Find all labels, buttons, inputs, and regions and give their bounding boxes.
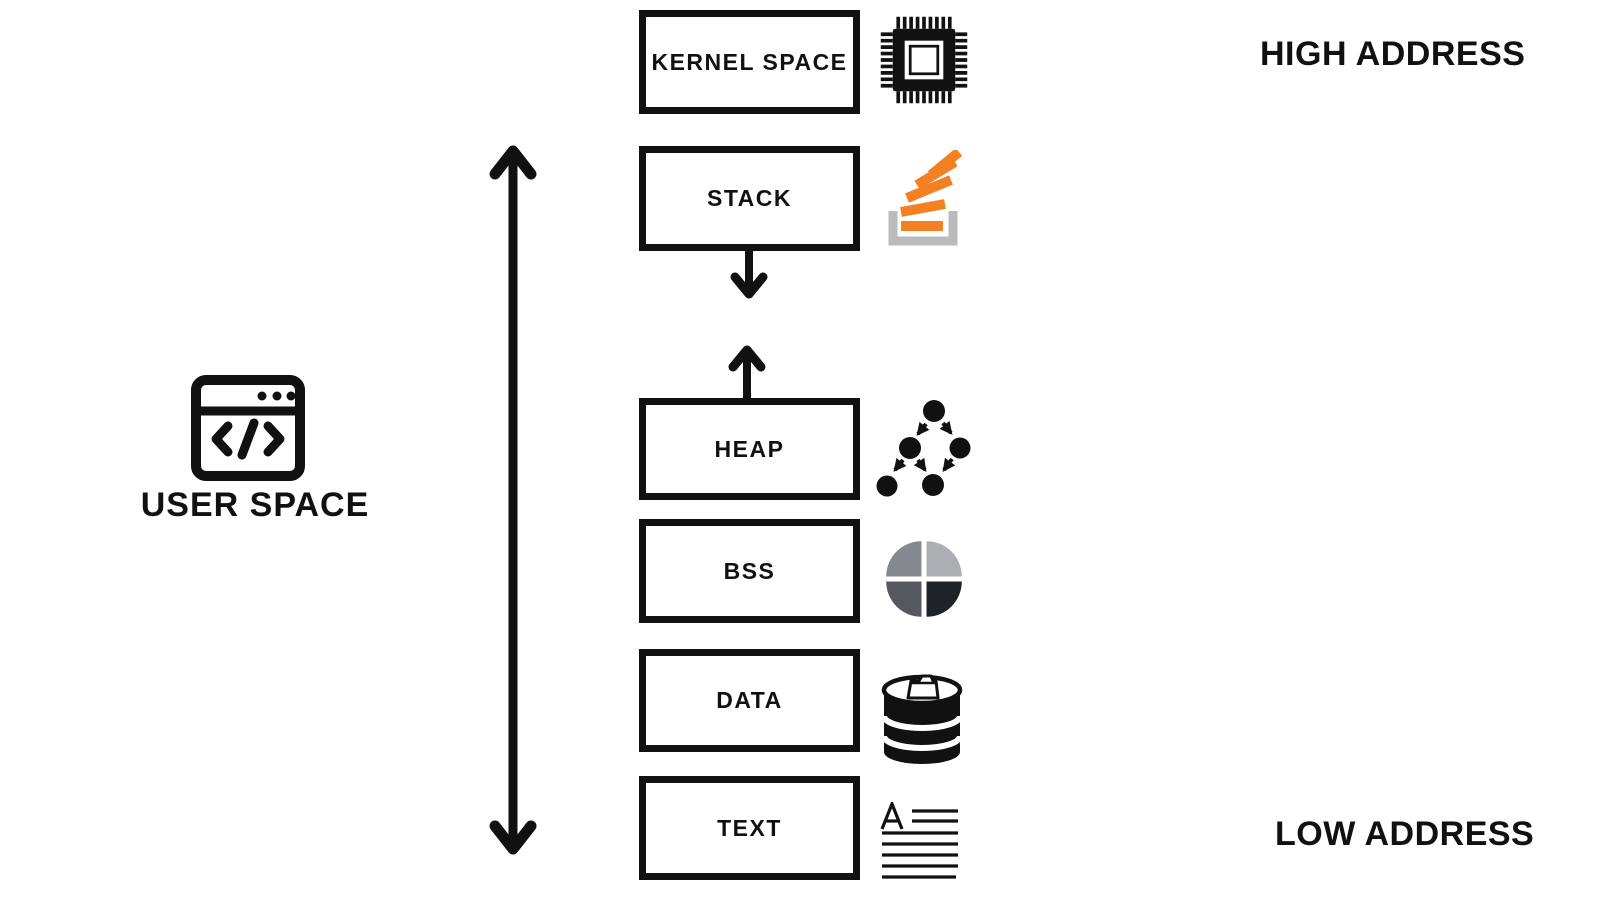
memory-box-kernel-space: KERNEL SPACE: [639, 10, 860, 114]
memory-box-bss: BSS: [639, 519, 860, 623]
cpu-chip-icon: [880, 16, 968, 104]
segment-label: STACK: [706, 185, 792, 211]
stack-overflow-icon: [888, 150, 963, 246]
memory-box-text: TEXT: [639, 776, 860, 880]
segment-label: DATA: [716, 687, 783, 713]
pie-chart-icon: [886, 541, 962, 617]
low-address-label: LOW ADDRESS: [1275, 815, 1535, 853]
memory-box-data: DATA: [639, 649, 860, 752]
user-space-label: USER SPACE: [140, 486, 370, 524]
memory-box-stack: STACK: [639, 146, 860, 251]
address-range-arrow: [489, 145, 537, 855]
high-address-label: HIGH ADDRESS: [1260, 35, 1526, 73]
segment-label: KERNEL SPACE: [651, 48, 848, 75]
stack-growth-arrow-down: [730, 251, 768, 299]
heap-growth-arrow-up: [728, 345, 766, 398]
segment-label: TEXT: [717, 814, 782, 841]
memory-box-heap: HEAP: [639, 398, 860, 500]
segment-label: BSS: [723, 557, 776, 584]
text-lines-icon: [880, 802, 958, 879]
database-icon: [881, 674, 963, 764]
code-window-icon: [191, 375, 305, 481]
tree-nodes-icon: [876, 400, 971, 497]
segment-label: HEAP: [714, 435, 785, 462]
